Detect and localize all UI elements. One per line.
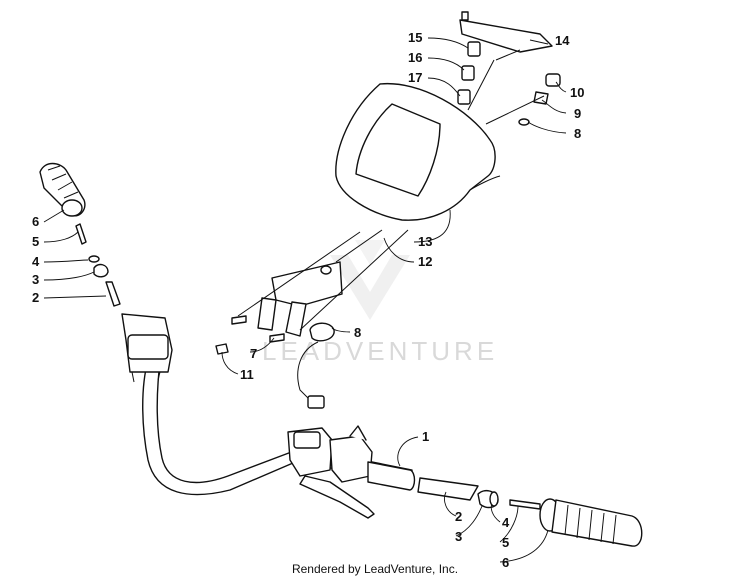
mount-plate xyxy=(459,11,553,53)
assembly-guides xyxy=(237,49,545,331)
callout-7: 7 xyxy=(250,346,257,361)
callout-5-left: 5 xyxy=(32,234,39,249)
nut-8-top xyxy=(518,118,530,126)
callout-16: 16 xyxy=(408,50,422,65)
washer-left xyxy=(88,255,100,263)
callout-14: 14 xyxy=(555,33,570,48)
mount-bracket xyxy=(257,261,343,337)
callout-11: 11 xyxy=(240,367,254,382)
clip-left xyxy=(231,315,247,325)
right-switch-housing xyxy=(287,425,375,519)
callout-12: 12 xyxy=(418,254,432,269)
callout-6-left: 6 xyxy=(32,214,39,229)
callout-9: 9 xyxy=(574,106,581,121)
callout-labels: 15 16 17 14 10 9 8 13 12 8 7 11 6 5 4 3 … xyxy=(32,30,584,570)
callout-3-left: 3 xyxy=(32,272,39,287)
bulb-sockets xyxy=(457,41,481,105)
callout-4-left: 4 xyxy=(32,254,40,269)
clip-right xyxy=(269,333,285,343)
callout-1: 1 xyxy=(422,429,429,444)
watermark-logo xyxy=(330,240,410,320)
weight-left xyxy=(105,281,121,307)
throttle-sleeve xyxy=(417,477,479,501)
callout-15: 15 xyxy=(408,30,422,45)
leader-lines xyxy=(43,37,567,563)
callout-17: 17 xyxy=(408,70,422,85)
switch-harness xyxy=(297,322,335,409)
callout-2-right: 2 xyxy=(455,509,462,524)
screw-right xyxy=(509,499,541,510)
screw-left xyxy=(75,223,87,245)
callout-5-right: 5 xyxy=(502,535,509,550)
left-switch-housing xyxy=(121,313,173,383)
callout-8-top: 8 xyxy=(574,126,581,141)
callout-10: 10 xyxy=(570,85,584,100)
grip-tube-right xyxy=(367,461,416,491)
watermark-text: LEADVENTURE xyxy=(262,336,498,366)
grip-right xyxy=(539,498,643,547)
fastener-11 xyxy=(215,343,229,355)
callout-2-left: 2 xyxy=(32,290,39,305)
credit-text: Rendered by LeadVenture, Inc. xyxy=(291,562,459,576)
callout-3-right: 3 xyxy=(455,529,462,544)
washer-right xyxy=(489,491,499,507)
end-cap-left xyxy=(93,263,109,278)
callout-4-right: 4 xyxy=(502,515,510,530)
grip-left xyxy=(39,162,86,217)
instrument-pod xyxy=(335,82,501,221)
callout-13: 13 xyxy=(418,234,432,249)
callout-6-right: 6 xyxy=(502,555,509,570)
callout-8-mid: 8 xyxy=(354,325,361,340)
